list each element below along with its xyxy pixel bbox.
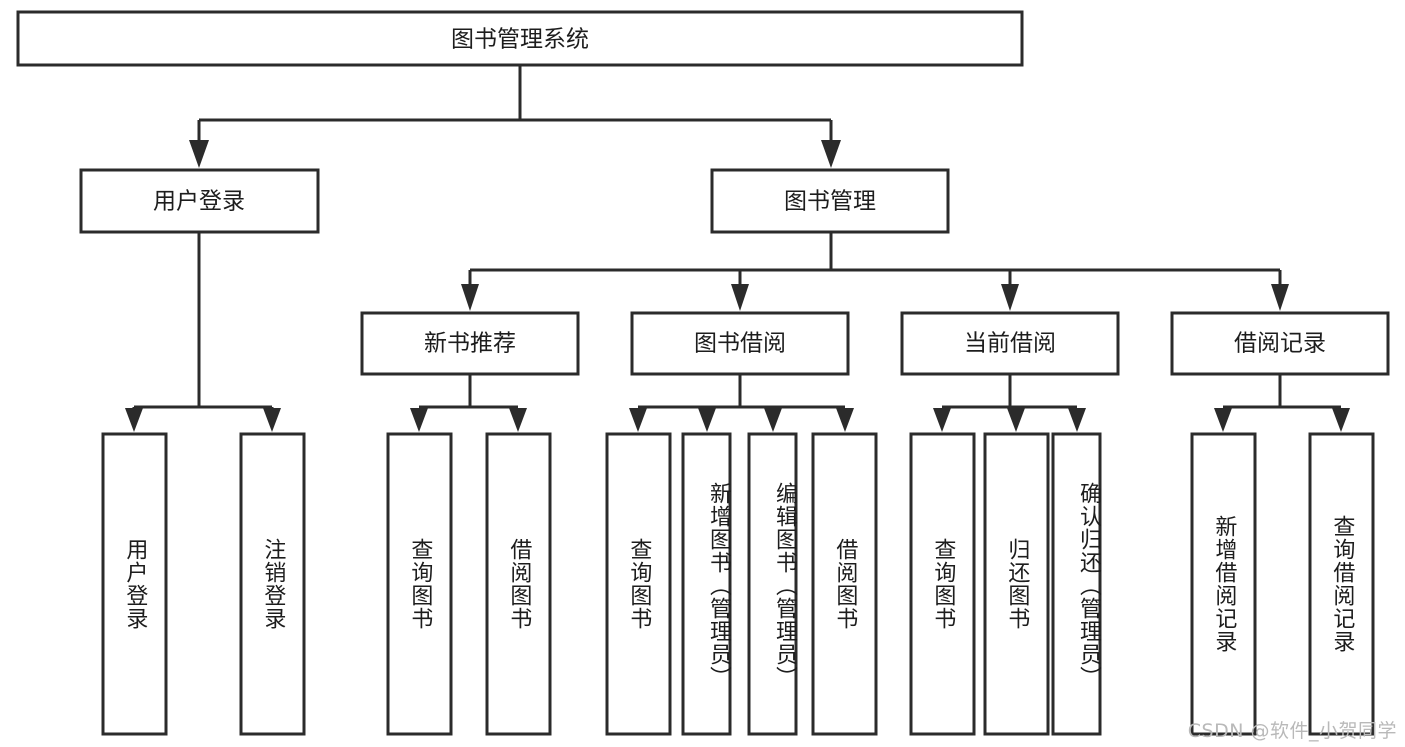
node-leaf-query-loan-rec-box[interactable] <box>1308 432 1375 736</box>
node-book-borrow-box[interactable] <box>630 311 850 376</box>
node-leaf-query-book-br-box[interactable] <box>605 432 672 736</box>
arrow-to-book-manage <box>821 140 841 168</box>
node-new-book-rec-box[interactable] <box>360 311 580 376</box>
node-current-loan-box[interactable] <box>900 311 1120 376</box>
node-root-label: 图书管理系统 <box>451 27 589 53</box>
arrow-to-leaf-add-loan-rec <box>1214 408 1232 432</box>
leaf-boxes-layer <box>101 432 1375 736</box>
node-current-loan-label: 当前借阅 <box>964 331 1056 357</box>
node-root[interactable]: 图书管理系统 <box>16 10 1024 67</box>
arrow-to-leaf-query-book-br <box>629 408 647 432</box>
node-leaf-query-book-rec-box[interactable] <box>386 432 453 736</box>
arrow-to-leaf-query-book-rec <box>410 408 428 432</box>
node-loan-record[interactable]: 借阅记录 <box>1170 311 1390 376</box>
arrow-to-leaf-confirm-return <box>1068 408 1086 432</box>
arrow-to-leaf-user-login <box>125 408 143 432</box>
arrow-to-leaf-return-book <box>1007 408 1025 432</box>
node-user-login[interactable]: 用户登录 <box>79 168 320 234</box>
arrow-to-leaf-logout-login <box>263 408 281 432</box>
node-user-login-label: 用户登录 <box>153 189 245 215</box>
node-leaf-add-loan-rec-box[interactable] <box>1190 432 1257 736</box>
node-leaf-edit-book-box[interactable] <box>747 432 798 736</box>
arrow-to-user-login <box>189 140 209 168</box>
arrow-to-leaf-edit-book <box>764 408 782 432</box>
connectors-layer <box>125 65 1350 432</box>
node-book-manage[interactable]: 图书管理 <box>710 168 950 234</box>
node-book-manage-label: 图书管理 <box>784 189 876 215</box>
node-leaf-query-book-cl-box[interactable] <box>909 432 976 736</box>
node-leaf-return-book-box[interactable] <box>983 432 1050 736</box>
node-book-borrow[interactable]: 图书借阅 <box>630 311 850 376</box>
arrow-to-leaf-query-book-cl <box>933 408 951 432</box>
node-book-manage-box[interactable] <box>710 168 950 234</box>
node-leaf-add-book-box[interactable] <box>681 432 732 736</box>
node-loan-record-label: 借阅记录 <box>1234 331 1326 357</box>
node-leaf-borrow-book-br-box[interactable] <box>811 432 878 736</box>
node-root-box[interactable] <box>16 10 1024 67</box>
node-leaf-logout-login-box[interactable] <box>239 432 306 736</box>
node-user-login-box[interactable] <box>79 168 320 234</box>
node-new-book-rec-label: 新书推荐 <box>424 331 516 357</box>
arrow-to-leaf-borrow-book-br <box>836 408 854 432</box>
node-leaf-user-login-box[interactable] <box>101 432 168 736</box>
node-leaf-borrow-book-rec-box[interactable] <box>485 432 552 736</box>
arrow-to-current-loan <box>1001 284 1019 311</box>
arrow-to-loan-record <box>1271 284 1289 311</box>
arrow-to-new-book-rec <box>461 284 479 311</box>
node-leaf-confirm-return-box[interactable] <box>1051 432 1102 736</box>
node-book-borrow-label: 图书借阅 <box>694 331 786 357</box>
node-current-loan[interactable]: 当前借阅 <box>900 311 1120 376</box>
arrow-to-book-borrow <box>731 284 749 311</box>
csdn-watermark: CSDN @软件_小贺同学 <box>1187 720 1397 742</box>
node-new-book-rec[interactable]: 新书推荐 <box>360 311 580 376</box>
node-loan-record-box[interactable] <box>1170 311 1390 376</box>
arrow-to-leaf-query-loan-rec <box>1332 408 1350 432</box>
arrow-to-leaf-borrow-book-rec <box>509 408 527 432</box>
arrow-to-leaf-add-book <box>698 408 716 432</box>
